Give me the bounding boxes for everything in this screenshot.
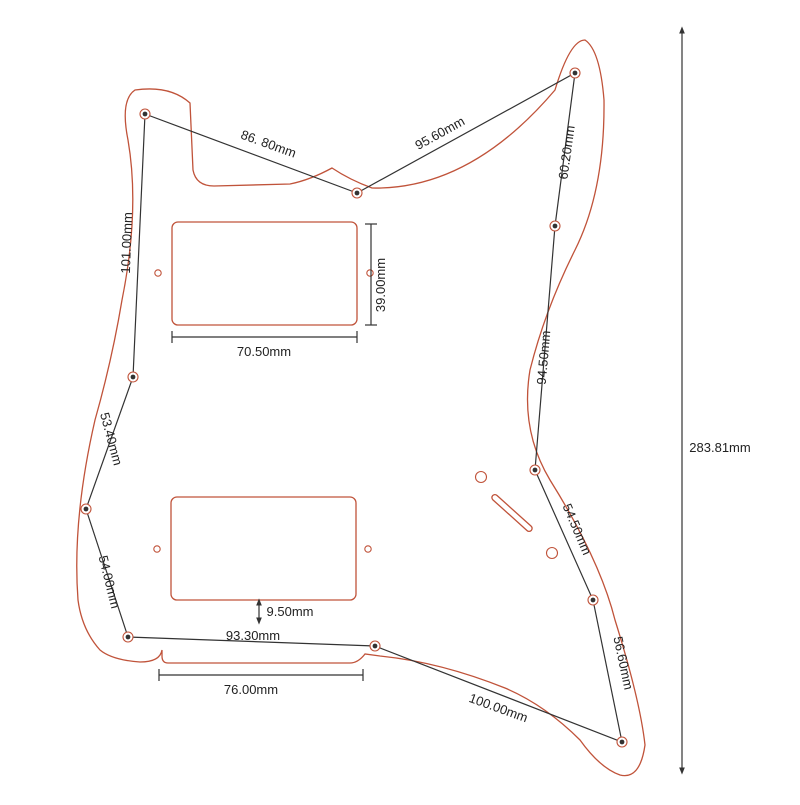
screw-hole [569,67,581,79]
screw-hole [529,464,541,476]
screw-hole [369,640,381,652]
screw-hole [549,220,561,232]
bridge-pickup-hole-left [153,545,161,553]
neck-pickup-hole-left [154,269,162,277]
bridge-pickup-hole-right [364,545,372,553]
dim-label-bottom-cutout-width: 76.00mm [224,682,278,697]
control-hole-upper [474,470,488,484]
screw-hole [587,594,599,606]
pickguard-outline [76,39,646,777]
screw-hole [127,371,139,383]
switch-slot [491,493,533,533]
screw-dimension-lines [85,71,623,743]
dim-label-neck-pickup-width: 70.50mm [237,344,291,359]
dim-label-neck-pickup-height: 39.00mm [373,258,388,312]
dim-label-right-lower-bottom-right: 56.60mm [610,635,636,691]
dim-label-top-right-right-upper: 60.20mm [555,124,577,180]
screw-hole [139,108,151,120]
dim-label-right-upper-right-mid: 94.50mm [534,330,554,385]
neck-pickup-cutout [171,221,358,326]
dim-label-top-left-center: 86. 80mm [239,127,298,161]
dim-label-left-mid-left-lower: 53.40mm [97,411,126,467]
dim-label-left-top-left-mid: 101.00mm [118,212,135,274]
dim-label-right-mid-right-lower: 54.50mm [560,501,595,557]
screw-hole [616,736,628,748]
screw-holes [80,67,628,748]
dim-label-left-lower-bottom-left: 54.00mm [96,554,124,610]
screw-hole [80,503,92,515]
screw-hole [351,187,363,199]
bridge-pickup-cutout [170,496,357,601]
control-hole-lower [545,546,559,560]
dim-label-pickup-gap: 9.50mm [267,604,314,619]
perimeter-dimension-line [85,71,623,743]
screw-hole [122,631,134,643]
dim-label-total-height: 283.81mm [689,440,750,455]
dim-label-bottom-left-bottom-center: 93.30mm [226,628,280,643]
